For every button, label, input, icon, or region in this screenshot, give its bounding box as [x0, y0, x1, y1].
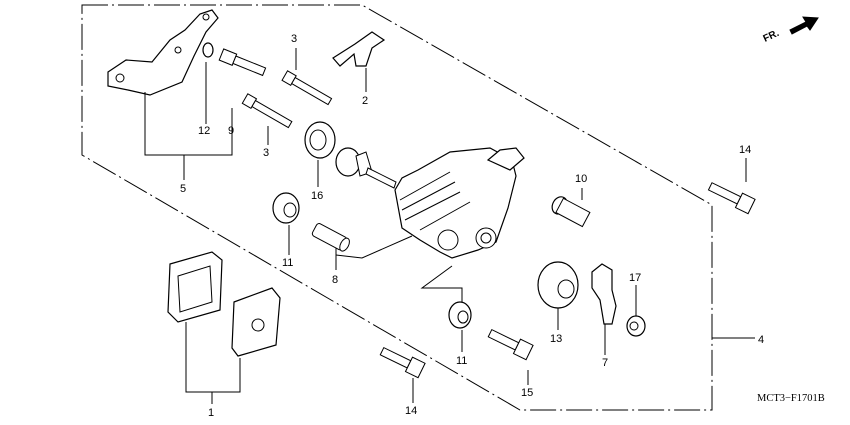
brake-pad-outer [231, 287, 281, 357]
pad-spring [332, 31, 386, 67]
callout-9: 9 [228, 125, 234, 137]
flange-nut [626, 315, 646, 337]
direction-label: FR. [762, 28, 781, 45]
flange-bolt-upper [707, 182, 756, 215]
flange-bolt-caliper [487, 328, 534, 361]
diagram-code: MCT3−F1701B [757, 393, 825, 404]
callout-1: 1 [208, 407, 214, 419]
dust-seal-upper [272, 192, 300, 224]
callout-7: 7 [602, 357, 608, 369]
callout-17: 17 [629, 272, 641, 284]
forward-arrow-icon [789, 16, 819, 35]
bleed-valve [551, 196, 591, 228]
callout-5: 5 [180, 183, 186, 195]
o-ring [202, 42, 214, 58]
brake-pad-inner [167, 251, 223, 323]
caliper-sleeve [311, 223, 350, 252]
callout-16: 16 [311, 190, 323, 202]
callout-15: 15 [521, 387, 533, 399]
caliper-body [394, 147, 525, 259]
hose-clamp-plate [591, 263, 617, 325]
callout-12: 12 [198, 125, 210, 137]
callout-8: 8 [332, 274, 338, 286]
direction-indicator: FR. [762, 16, 819, 45]
callout-14-lower: 14 [405, 405, 417, 417]
dust-seal-lower [448, 301, 472, 329]
caliper-piston [335, 147, 397, 189]
caliper-bracket [107, 9, 219, 96]
assembly-outline [81, 4, 713, 411]
caliper-pin-lower [241, 93, 293, 129]
callout-10: 10 [575, 173, 587, 185]
callout-3-lower: 3 [263, 147, 269, 159]
callout-11-upper: 11 [282, 257, 293, 269]
callout-11-lower: 11 [456, 355, 467, 367]
caliper-pin-upper [281, 70, 333, 106]
callouts: 1 2 3 3 4 5 7 8 9 10 11 11 12 13 14 14 1… [180, 33, 764, 419]
bleeder-cap [537, 261, 579, 309]
caliper-boot [304, 121, 336, 159]
callout-3-upper: 3 [291, 33, 297, 45]
flange-bolt-lower [379, 346, 426, 379]
callout-14-upper: 14 [739, 144, 751, 156]
callout-2: 2 [362, 95, 368, 107]
callout-4: 4 [758, 334, 764, 346]
bracket-pin-bolt [218, 48, 267, 77]
callout-13: 13 [550, 333, 562, 345]
leader-lines [144, 48, 755, 404]
